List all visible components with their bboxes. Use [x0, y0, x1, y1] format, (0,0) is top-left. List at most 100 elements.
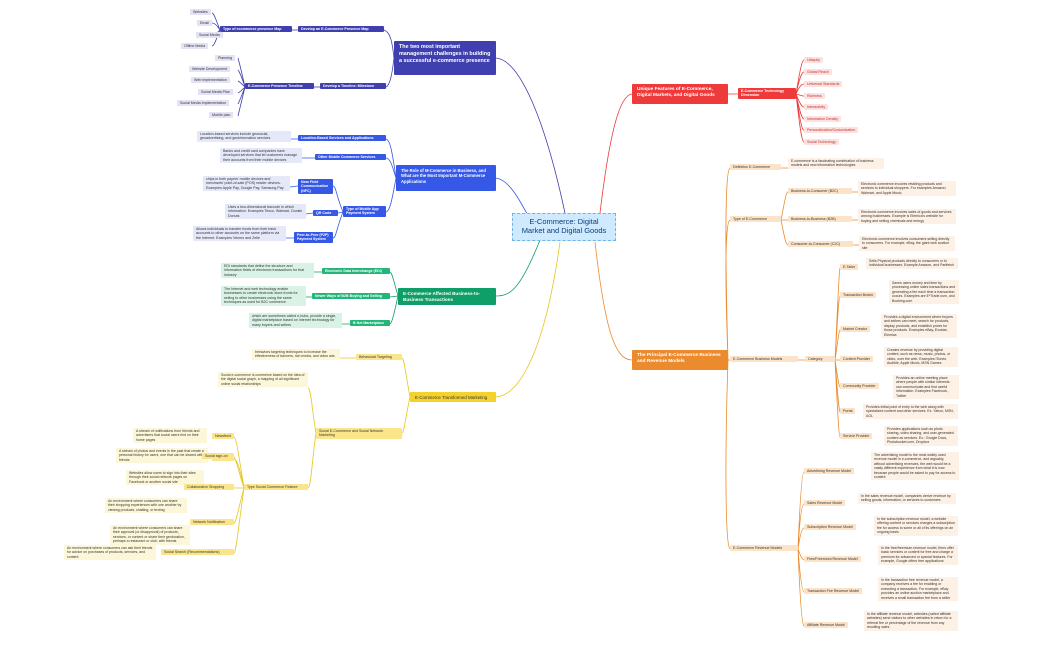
type-of-ecommerce[interactable]: Type of E-Commerce	[730, 216, 781, 223]
model-transaction-broker-desc: Saves users money and time by processing…	[889, 280, 959, 304]
revenue-freemium[interactable]: Free/Freemium Revenue Model	[804, 556, 861, 563]
presence-timeline[interactable]: E-Commerce Presence Timeline	[245, 83, 314, 90]
feature-social-sign-on[interactable]: Social sign-on	[202, 453, 234, 460]
revenue-freemium-desc: In the free/freemium revenue model, firm…	[878, 545, 958, 565]
definition-ecommerce[interactable]: Definition E-Commerce	[730, 164, 781, 171]
revenue-sales-desc: In the sales revenue model, companies de…	[858, 493, 956, 504]
map-item-offline-media: Offline Media	[181, 43, 209, 50]
branch-management-challenges[interactable]: The two most important management challe…	[394, 41, 496, 75]
qr-code-payment[interactable]: QR Code	[313, 210, 338, 217]
revenue-transaction-fee[interactable]: Transaction Fee Revenue Model	[804, 588, 863, 595]
feature-collaborative-shopping[interactable]: Collaborative Shopping	[184, 484, 234, 491]
definition-ecommerce-desc: E-commerce is a fascinating combination …	[788, 158, 884, 169]
nfc-payment[interactable]: Near Field Communication (NFC)	[298, 179, 333, 194]
timeline-item-website-development: Website Development	[189, 66, 231, 73]
business-models[interactable]: E-Commerce Business Models	[730, 356, 798, 363]
feature-universal-standards: Universal Standards	[804, 81, 843, 88]
net-marketplace[interactable]: B Net Marketplace	[350, 320, 390, 327]
central-topic[interactable]: E-Commerce: Digital Market and Digital G…	[512, 213, 616, 241]
model-service-provider-desc: Provides applications such as photo shar…	[884, 426, 958, 446]
location-based-services[interactable]: Location-Based Services and Applications	[298, 135, 386, 142]
timeline-item-planning: Planning	[215, 55, 235, 62]
behavioral-targeting[interactable]: Behavioral Targeting	[356, 354, 402, 361]
branch-m-commerce[interactable]: The Role of M-Commerce in Business, and …	[396, 165, 496, 191]
feature-timelines-desc: A stream of photos and events in the pas…	[116, 448, 208, 464]
branch-unique-features[interactable]: Unique Features of E-Commerce, Digital M…	[632, 84, 728, 104]
model-service-provider[interactable]: Service Provider	[840, 433, 873, 440]
timeline-item-social-media-implementation: Social Media Implementation	[177, 100, 230, 107]
model-community-provider[interactable]: Community Provider	[840, 383, 879, 390]
develop-timeline-milestone[interactable]: Develop a Timeline: Milestone	[320, 83, 386, 90]
qr-code-desc: Uses a two-dimensional barcode in which …	[225, 204, 306, 220]
map-item-email: Email	[197, 20, 212, 27]
feature-newsfeed-desc: A stream of notifications from friends a…	[133, 428, 207, 444]
p2p-desc: Allows individuals to transfer funds fro…	[193, 226, 286, 242]
type-b2c[interactable]: Business-to-Consumer (B2C)	[788, 188, 852, 195]
develop-presence-map[interactable]: Develop an E-Commerce Presence Map	[298, 26, 384, 33]
feature-social-search[interactable]: Social Search (Recommendations)	[161, 549, 234, 556]
other-mobile-services[interactable]: Other Mobile Commerce Services	[315, 154, 386, 161]
location-based-desc: Location-based services include geosocia…	[197, 131, 291, 142]
technology-dimension[interactable]: E-Commerce Technology Dimension	[738, 88, 796, 99]
revenue-sales[interactable]: Sales Revenue Model	[804, 500, 846, 507]
revenue-advertising-desc: The advertising model is the most widely…	[871, 452, 959, 481]
branch-b2b[interactable]: E-Commerce Affected Business-to-Business…	[398, 288, 496, 305]
revenue-subscription[interactable]: Subscription Revenue Model	[804, 524, 856, 531]
feature-social-technology: Social Technology	[804, 139, 839, 146]
type-of-presence-map[interactable]: Type of ecommerce presence Map	[220, 26, 292, 33]
model-transaction-broker[interactable]: Transaction Broker	[840, 292, 877, 299]
p2p-payment[interactable]: Peer-to-Peer (P2P) Payment System	[294, 232, 333, 243]
social-ecommerce-desc: Social e-commerce is commerce based on t…	[218, 372, 308, 388]
model-market-creator[interactable]: Market Creator	[840, 326, 870, 333]
feature-global-reach: Global Reach	[804, 69, 832, 76]
newer-b2b-desc: The Internet and web technology enable b…	[221, 286, 306, 306]
model-portal[interactable]: Portal	[840, 408, 856, 415]
feature-information-density: Information Density	[804, 116, 841, 123]
map-item-social-media: Social Media	[196, 32, 223, 39]
feature-network-notification-desc: An environment where consumers can share…	[110, 525, 190, 545]
model-e-tailer[interactable]: E-Tailer	[840, 264, 859, 271]
timeline-item-social-media-plan: Social Media Plan	[198, 89, 233, 96]
feature-network-notification[interactable]: Network Notification	[190, 519, 234, 526]
newer-b2b-ways[interactable]: Newer Ways of B2B Buying and Selling	[312, 293, 390, 300]
business-category[interactable]: Category	[805, 356, 835, 363]
revenue-affiliate-desc: In the affiliate revenue model, websites…	[864, 611, 958, 631]
behavioral-targeting-desc: behaviors targeting techniques to increa…	[252, 349, 340, 360]
revenue-advertising[interactable]: Advertising Revenue Model	[804, 468, 854, 475]
feature-interactivity: Interactivity	[804, 104, 829, 111]
model-portal-desc: Provides initial point of entry to the w…	[863, 404, 958, 420]
model-content-provider-desc: Creates revenue by providing digital con…	[884, 347, 958, 367]
feature-newsfeed[interactable]: Newsfeed	[212, 433, 234, 440]
model-community-provider-desc: Provides an online meeting place where p…	[893, 375, 959, 399]
edi-desc: EDI standards that define the structure …	[221, 263, 314, 279]
type-c2c-desc: Electronic commerce involves consumers s…	[859, 236, 955, 252]
social-commerce-features[interactable]: Type Social Commerce Feature	[244, 484, 308, 491]
feature-personalization: Personalization/Customization	[804, 127, 859, 134]
revenue-affiliate[interactable]: Affiliate Revenue Model	[804, 622, 848, 629]
feature-social-search-desc: An environment where consumers can ask t…	[64, 545, 156, 561]
timeline-item-mobile-plan: Mobile plan	[209, 112, 234, 119]
social-ecommerce[interactable]: Social E-Commerce and Social Network Mar…	[316, 428, 402, 439]
edi[interactable]: Electronic Data Interchange (EDI)	[322, 268, 390, 275]
revenue-transaction-fee-desc: In the transaction free revenue model, a…	[878, 577, 958, 601]
timeline-item-web-implementation: Web implementation	[191, 77, 230, 84]
type-b2b-desc: Electronic commerce involves sales of go…	[858, 209, 956, 225]
feature-collaborative-shopping-desc: An environment where consumers can share…	[105, 498, 187, 514]
branch-business-revenue-models[interactable]: The Principal E-Commerce Business and Re…	[632, 350, 728, 370]
branch-marketing[interactable]: E-Commerce Transformed Marketing	[410, 392, 496, 402]
model-content-provider[interactable]: Content Provider	[840, 356, 873, 363]
other-mobile-desc: Banks and credit card companies have dev…	[220, 148, 302, 164]
feature-ubiquity: Ubiquity	[804, 57, 823, 64]
feature-richness: Richness	[804, 93, 825, 100]
type-b2b[interactable]: Business-to-Business (B2B)	[788, 216, 852, 223]
revenue-models[interactable]: E-Commerce Revenue Models	[730, 545, 798, 552]
type-c2c[interactable]: Consumer-to-Consumer (C2C)	[788, 241, 853, 248]
feature-social-sign-on-desc: Websites allow users to sign into their …	[126, 470, 204, 486]
mobile-payment-types[interactable]: Type of Mobile App Payment System	[343, 206, 386, 217]
revenue-subscription-desc: In the subscription revenue model, a web…	[874, 516, 958, 536]
model-e-tailer-desc: Sells Physical products directly to cons…	[866, 258, 958, 269]
model-market-creator-desc: Provides a digital environment where buy…	[881, 314, 957, 338]
type-b2c-desc: Electronic commerce involves retailing p…	[858, 181, 956, 197]
map-item-websites: Websites	[190, 9, 211, 16]
